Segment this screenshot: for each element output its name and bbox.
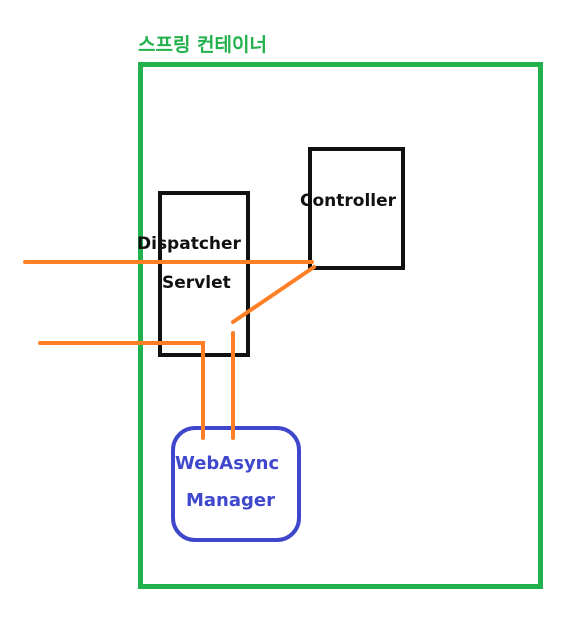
request-to-async-manager-arrow: [38, 341, 205, 440]
spring-container-box: [138, 62, 543, 589]
dispatcher-servlet-label-line2: Servlet: [162, 273, 231, 293]
spring-container-title: 스프링 컨테이너: [138, 34, 267, 56]
controller-box: [308, 147, 405, 270]
flow-lines: [23, 260, 316, 440]
controller-label: Controller: [300, 191, 397, 211]
dispatcher-servlet-label-line1: Dispatcher: [137, 234, 241, 254]
web-async-manager-label-line1: WebAsync: [175, 453, 280, 474]
web-async-manager-box: [171, 426, 301, 542]
web-async-manager-label-line2: Manager: [186, 490, 275, 511]
controller-to-async-manager-arrow: [231, 265, 316, 324]
